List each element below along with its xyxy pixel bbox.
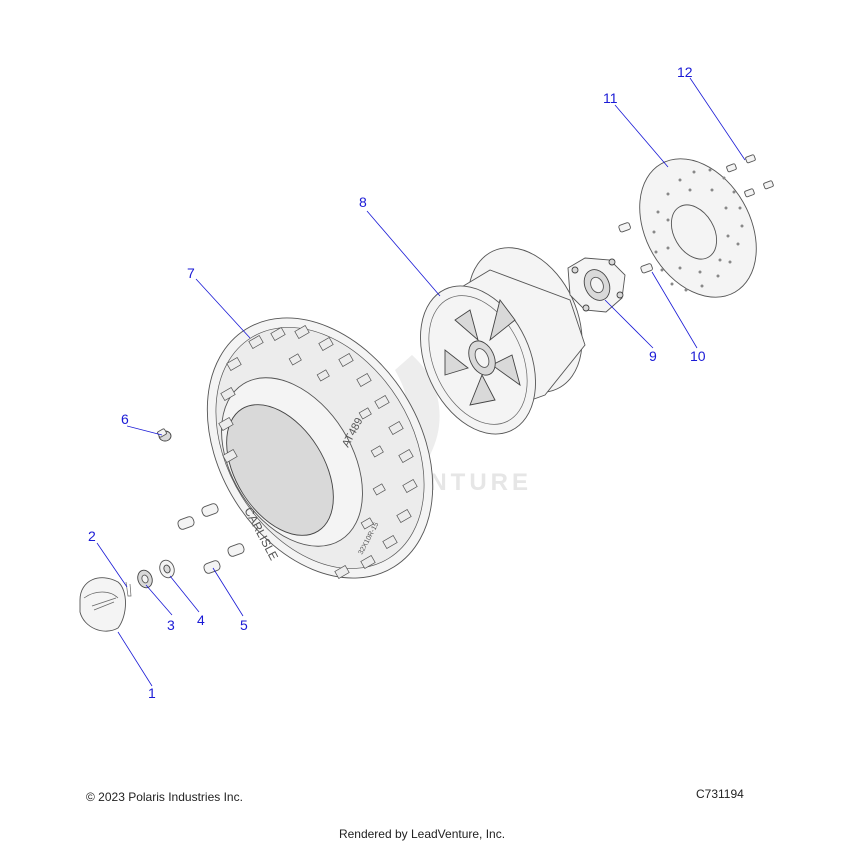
hub-cap [79, 577, 126, 632]
callout-2: 2 [88, 528, 96, 544]
lug-nuts [177, 503, 245, 574]
callout-1: 1 [148, 685, 156, 701]
washer [159, 559, 175, 579]
callout-6: 6 [121, 411, 129, 427]
wheel-spokes [444, 298, 521, 406]
leader-lines [96, 77, 746, 687]
cotter-pin [125, 581, 132, 597]
callout-5: 5 [240, 617, 248, 633]
callout-11: 11 [603, 90, 618, 106]
disc-bolts [726, 154, 774, 198]
callout-7: 7 [187, 265, 195, 281]
callout-3: 3 [167, 617, 175, 633]
tire: AT489 CARLISLE 32X10R-15 [206, 317, 434, 579]
rendered-by-credit: Rendered by LeadVenture, Inc. [338, 827, 506, 841]
tread-lugs [218, 325, 418, 579]
disc-holes [652, 168, 744, 292]
castle-nut [137, 569, 153, 589]
copyright-notice: © 2023 Polaris Industries Inc. [86, 790, 243, 804]
valve-stem [157, 428, 172, 442]
callout-4: 4 [197, 612, 205, 628]
wheel-hub [567, 257, 626, 313]
wheel-rim [420, 247, 586, 435]
callout-10: 10 [690, 348, 706, 364]
callout-12: 12 [677, 64, 693, 80]
callout-8: 8 [359, 194, 367, 210]
diagram-id: C731194 [696, 787, 744, 801]
brake-disc [639, 158, 757, 298]
callout-9: 9 [649, 348, 657, 364]
callouts: 1 2 3 4 5 6 7 8 9 10 11 12 [88, 64, 706, 701]
